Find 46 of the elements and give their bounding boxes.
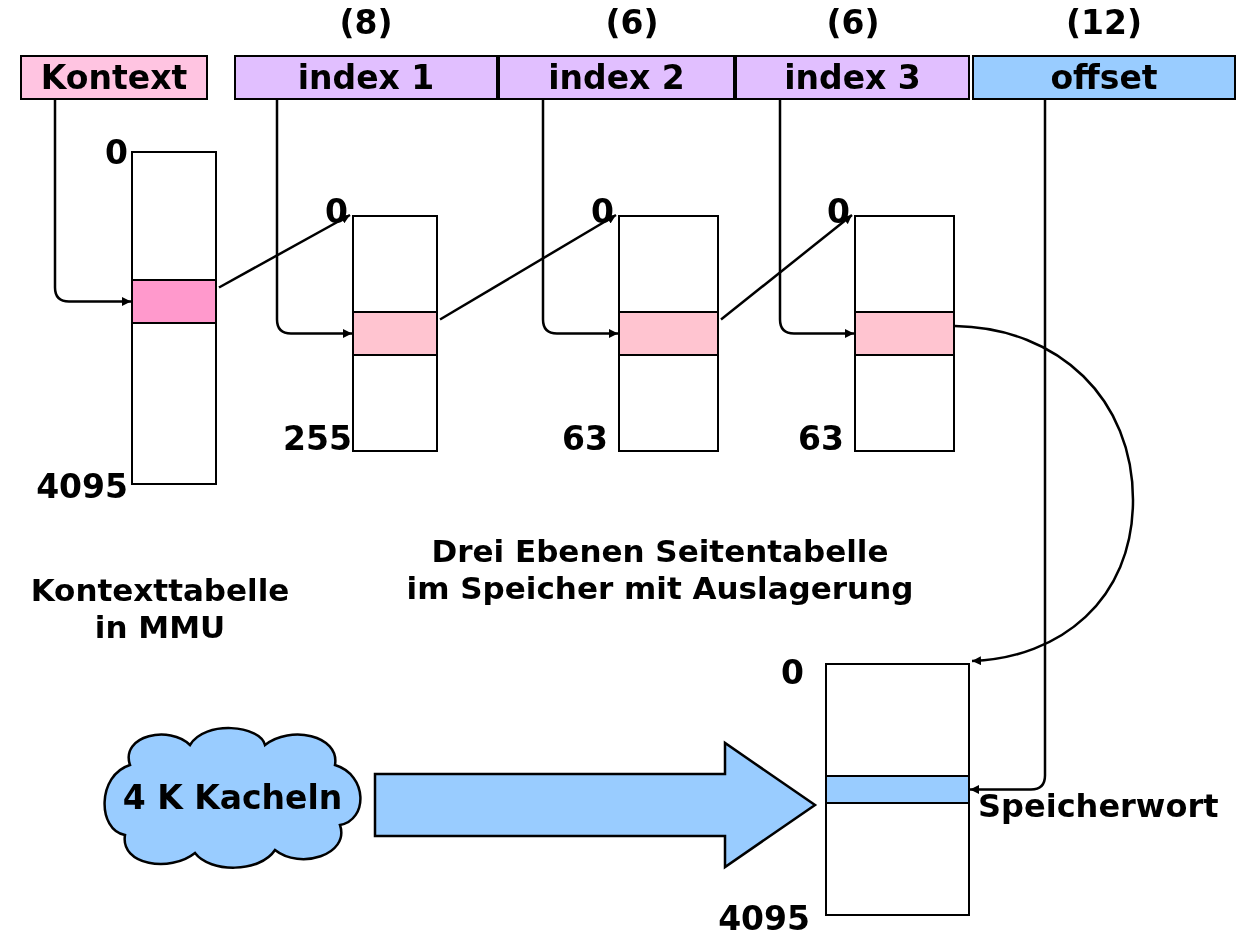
arrow [218,213,351,289]
memory-table [131,151,217,485]
bit-width-label: (12) [1064,4,1144,42]
table-entry [352,311,438,356]
address-field [234,55,498,100]
entry-caption: Speicherwort [978,788,1220,825]
table-entry [854,311,955,356]
field-label: index 3 [784,58,921,97]
cloud-label: 4 K Kacheln [122,778,343,817]
arrow [541,100,618,338]
memory-table [854,215,955,452]
index-number: 0 [104,134,128,172]
table-caption: Drei Ebenen Seitentabelle im Speicher mit Auslagerung [405,533,915,608]
field-label: Kontext [40,58,188,97]
address-field [498,55,735,100]
address-field [972,55,1236,100]
address-field [20,55,208,100]
arrow [439,213,617,321]
memory-table [825,663,970,916]
index-number: 4095 [717,900,810,937]
table-entry [131,279,217,324]
field-label: index 1 [297,58,435,97]
index-number: 255 [282,420,352,458]
field-label: offset [1050,58,1158,97]
table-entry [825,775,970,804]
arrow [778,100,854,338]
arrow [970,100,1047,794]
bit-width-label: (8) [338,4,394,42]
table-entry [618,311,719,356]
arrow [954,324,1135,665]
bit-width-label: (6) [604,4,660,42]
index-number: 63 [561,420,608,458]
index-number: 0 [780,654,804,692]
index-number: 0 [826,193,850,231]
index-number: 4095 [35,468,128,506]
arrow [275,100,352,338]
field-label: index 2 [548,58,685,97]
index-number: 63 [797,420,844,458]
arrow [720,214,853,321]
arrow [53,100,131,306]
table-caption: Kontexttabelle in MMU [29,572,291,647]
memory-table [618,215,719,452]
bit-width-label: (6) [825,4,881,42]
block-arrow [373,740,818,870]
memory-table [352,215,438,452]
address-field [735,55,970,100]
